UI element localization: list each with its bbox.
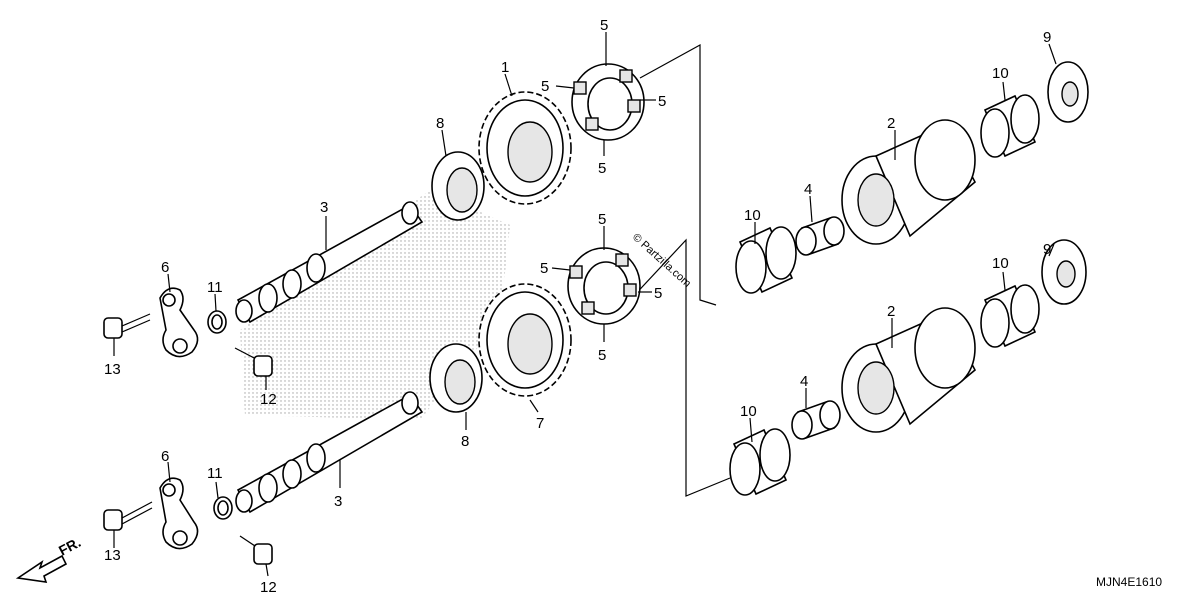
callout-3-upper: 3 bbox=[320, 199, 328, 216]
washer-11-upper bbox=[207, 310, 227, 334]
assembly-bracket-upper bbox=[639, 43, 717, 306]
damper-cage-5-lower bbox=[567, 247, 641, 325]
callout-3-lower: 3 bbox=[334, 493, 342, 510]
callout-5-upper-top: 5 bbox=[600, 17, 608, 34]
leader-lines bbox=[113, 32, 1057, 577]
assembly-bracket-lower bbox=[629, 238, 731, 497]
direction-label: FR. bbox=[56, 534, 83, 559]
callout-11-upper: 11 bbox=[207, 279, 223, 296]
callout-13-lower: 13 bbox=[104, 547, 121, 564]
callout-5-lower-top: 5 bbox=[598, 211, 606, 228]
diagram-code: MJN4E1610 bbox=[1096, 575, 1162, 589]
callout-10-upper-left: 10 bbox=[744, 207, 761, 224]
collar-4-lower bbox=[791, 400, 841, 440]
callout-4-lower: 4 bbox=[800, 373, 808, 390]
callout-5-upper-left: 5 bbox=[541, 78, 549, 95]
callout-5-lower-bottom: 5 bbox=[598, 347, 606, 364]
washer-9-lower bbox=[1041, 239, 1087, 305]
bolt-13-lower bbox=[103, 501, 153, 531]
callout-7: 7 bbox=[536, 415, 544, 432]
needle-bearing-10-lower-left bbox=[729, 428, 791, 496]
callout-10-lower-right: 10 bbox=[992, 255, 1009, 272]
callout-5-lower-left: 5 bbox=[540, 260, 548, 277]
rocker-arm-6-upper bbox=[159, 287, 199, 358]
needle-bearing-10-lower-right bbox=[980, 284, 1040, 348]
callout-10-lower-left: 10 bbox=[740, 403, 757, 420]
sprocket-1 bbox=[478, 91, 572, 205]
damper-cage-5-upper bbox=[571, 63, 645, 141]
hub-2-upper bbox=[841, 119, 977, 245]
callout-10-upper-right: 10 bbox=[992, 65, 1009, 82]
sprocket-7 bbox=[478, 283, 572, 397]
bolt-12-upper bbox=[234, 347, 273, 377]
callout-11-lower: 11 bbox=[207, 465, 223, 482]
collar-4-upper bbox=[795, 216, 845, 256]
callout-4-upper: 4 bbox=[804, 181, 812, 198]
washer-9-upper bbox=[1047, 61, 1089, 123]
callout-5-lower-right: 5 bbox=[654, 285, 662, 302]
callout-13-upper: 13 bbox=[104, 361, 121, 378]
callout-5-upper-bottom: 5 bbox=[598, 160, 606, 177]
washer-11-lower bbox=[213, 496, 233, 520]
callout-12-lower: 12 bbox=[260, 579, 277, 596]
camshaft-3-upper bbox=[235, 201, 424, 324]
callout-1: 1 bbox=[501, 59, 509, 76]
hub-2-lower bbox=[841, 307, 977, 433]
needle-bearing-10-upper-left bbox=[735, 226, 797, 294]
bearing-8-upper bbox=[431, 151, 485, 221]
needle-bearing-10-upper-right bbox=[980, 94, 1040, 158]
callout-2-lower: 2 bbox=[887, 303, 895, 320]
callout-8-upper: 8 bbox=[436, 115, 444, 132]
callout-9-upper: 9 bbox=[1043, 29, 1051, 46]
callout-5-upper-right: 5 bbox=[658, 93, 666, 110]
callout-6-upper: 6 bbox=[161, 259, 169, 276]
camshaft-3-lower bbox=[235, 391, 424, 514]
callout-6-lower: 6 bbox=[161, 448, 169, 465]
callout-8-lower: 8 bbox=[461, 433, 469, 450]
bearing-8-lower bbox=[429, 343, 483, 413]
callout-12-upper: 12 bbox=[260, 391, 277, 408]
rocker-arm-6-lower bbox=[159, 477, 199, 550]
bolt-12-lower bbox=[239, 535, 273, 565]
front-direction-arrow: FR. bbox=[15, 534, 83, 583]
callout-9-lower: 9 bbox=[1043, 241, 1051, 258]
bolt-13-upper bbox=[103, 313, 151, 339]
callout-labels: 1 2 2 3 3 4 4 5 5 5 5 5 5 5 5 6 6 7 8 8 … bbox=[104, 17, 1051, 596]
callout-2-upper: 2 bbox=[887, 115, 895, 132]
